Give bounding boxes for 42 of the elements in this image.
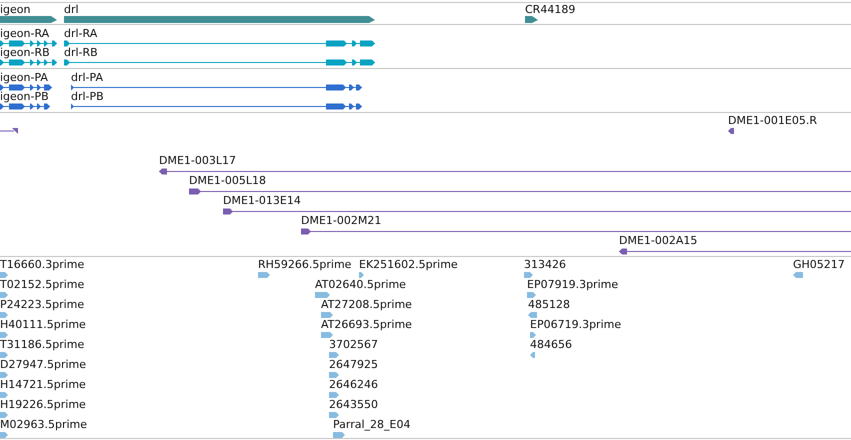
feature-label: DME1-003L17 xyxy=(159,154,236,167)
feature-label: igeon-PA xyxy=(0,71,48,84)
feature-label: DME1-002A15 xyxy=(619,234,698,247)
feature-label: T31186.5prime xyxy=(0,338,84,351)
feature-label: DME1-002M21 xyxy=(301,214,382,227)
feature-label: 3702567 xyxy=(329,338,378,351)
feature-label: EP07919.3prime xyxy=(527,278,618,291)
feature-label: GH05217 xyxy=(793,258,845,271)
feature-label: Parral_28_E04 xyxy=(333,418,410,431)
feature-label: M02963.5prime xyxy=(0,418,88,431)
feature-label: 2643550 xyxy=(329,398,378,411)
feature-label: drl-RA xyxy=(64,27,98,40)
feature-label: DME1-013E14 xyxy=(223,194,301,207)
feature-label: DME1-005L18 xyxy=(189,174,266,187)
feature-label: DME1-001E05.R xyxy=(728,114,817,127)
feature-label: igeon-RA xyxy=(0,27,50,40)
feature-label: P24223.5prime xyxy=(0,298,84,311)
feature-label: igeon-PB xyxy=(0,90,49,103)
feature-label: drl-PB xyxy=(71,90,104,103)
feature-label: AT26693.5prime xyxy=(321,318,412,331)
feature-label: 485128 xyxy=(528,298,570,311)
feature-label: igeon xyxy=(0,3,31,16)
feature-label: T16660.3prime xyxy=(0,258,84,271)
feature-label: D27947.5prime xyxy=(0,358,86,371)
feature-label: CR44189 xyxy=(525,3,576,16)
feature-label: drl-PA xyxy=(71,71,103,84)
feature-label: T02152.5prime xyxy=(0,278,84,291)
feature-label: RH59266.5prime xyxy=(258,258,352,271)
feature-label: AT02640.5prime xyxy=(315,278,406,291)
feature-label: 313426 xyxy=(524,258,566,271)
feature-label: drl xyxy=(64,3,79,16)
feature-label: 2647925 xyxy=(329,358,378,371)
feature-label: 2646246 xyxy=(329,378,378,391)
feature-label: EK251602.5prime xyxy=(359,258,458,271)
feature-label: drl-RB xyxy=(64,46,98,59)
feature-label: H40111.5prime xyxy=(0,318,86,331)
feature-label: 484656 xyxy=(530,338,572,351)
feature-label: H14721.5prime xyxy=(0,378,86,391)
feature-label: AT27208.5prime xyxy=(321,298,412,311)
feature-label: EP06719.3prime xyxy=(530,318,622,331)
feature-label: H19226.5prime xyxy=(0,398,86,411)
feature-label: igeon-RB xyxy=(0,46,50,59)
